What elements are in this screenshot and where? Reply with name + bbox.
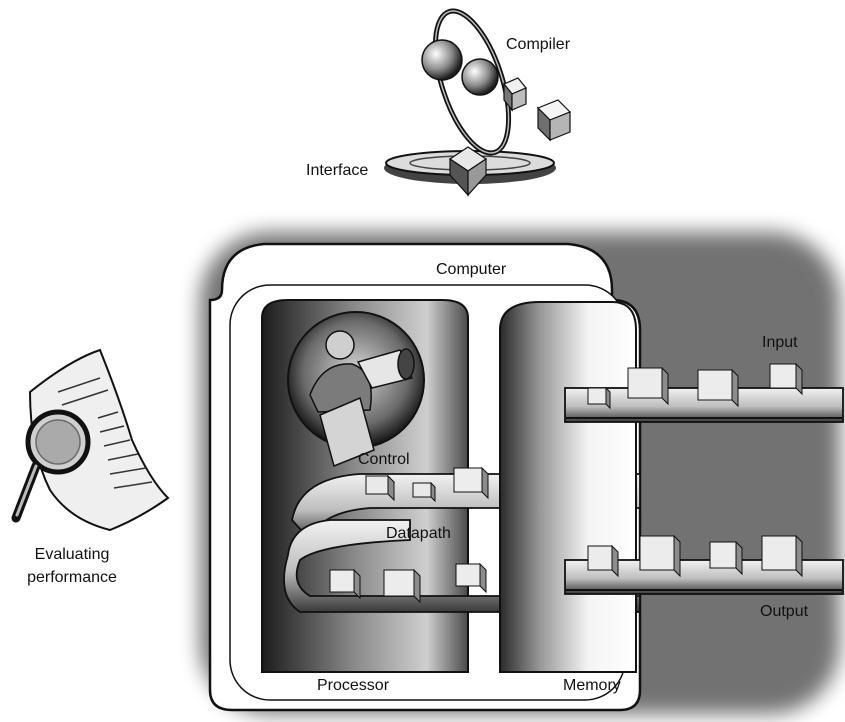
compiler-sphere-right xyxy=(462,59,498,95)
memory-panel-body xyxy=(500,302,636,672)
label-evaluating-line1: Evaluating xyxy=(35,547,110,563)
label-compiler: Compiler xyxy=(506,37,570,53)
label-input: Input xyxy=(762,335,798,351)
label-interface: Interface xyxy=(306,163,368,179)
memory-panel xyxy=(500,302,636,672)
label-processor: Processor xyxy=(317,678,389,694)
magnifier-lens xyxy=(36,420,80,464)
compiler-interface-group xyxy=(384,2,570,195)
label-evaluating-line2: performance xyxy=(27,570,117,586)
compiler-cube-large xyxy=(538,100,570,140)
label-output: Output xyxy=(760,604,808,620)
label-datapath: Datapath xyxy=(386,526,451,542)
evaluating-performance-art xyxy=(16,350,168,530)
magnifier-handle-highlight xyxy=(17,466,36,515)
label-computer: Computer xyxy=(436,262,506,278)
compiler-sphere-left xyxy=(422,40,462,80)
label-control: Control xyxy=(358,452,410,468)
label-memory: Memory xyxy=(563,678,621,694)
